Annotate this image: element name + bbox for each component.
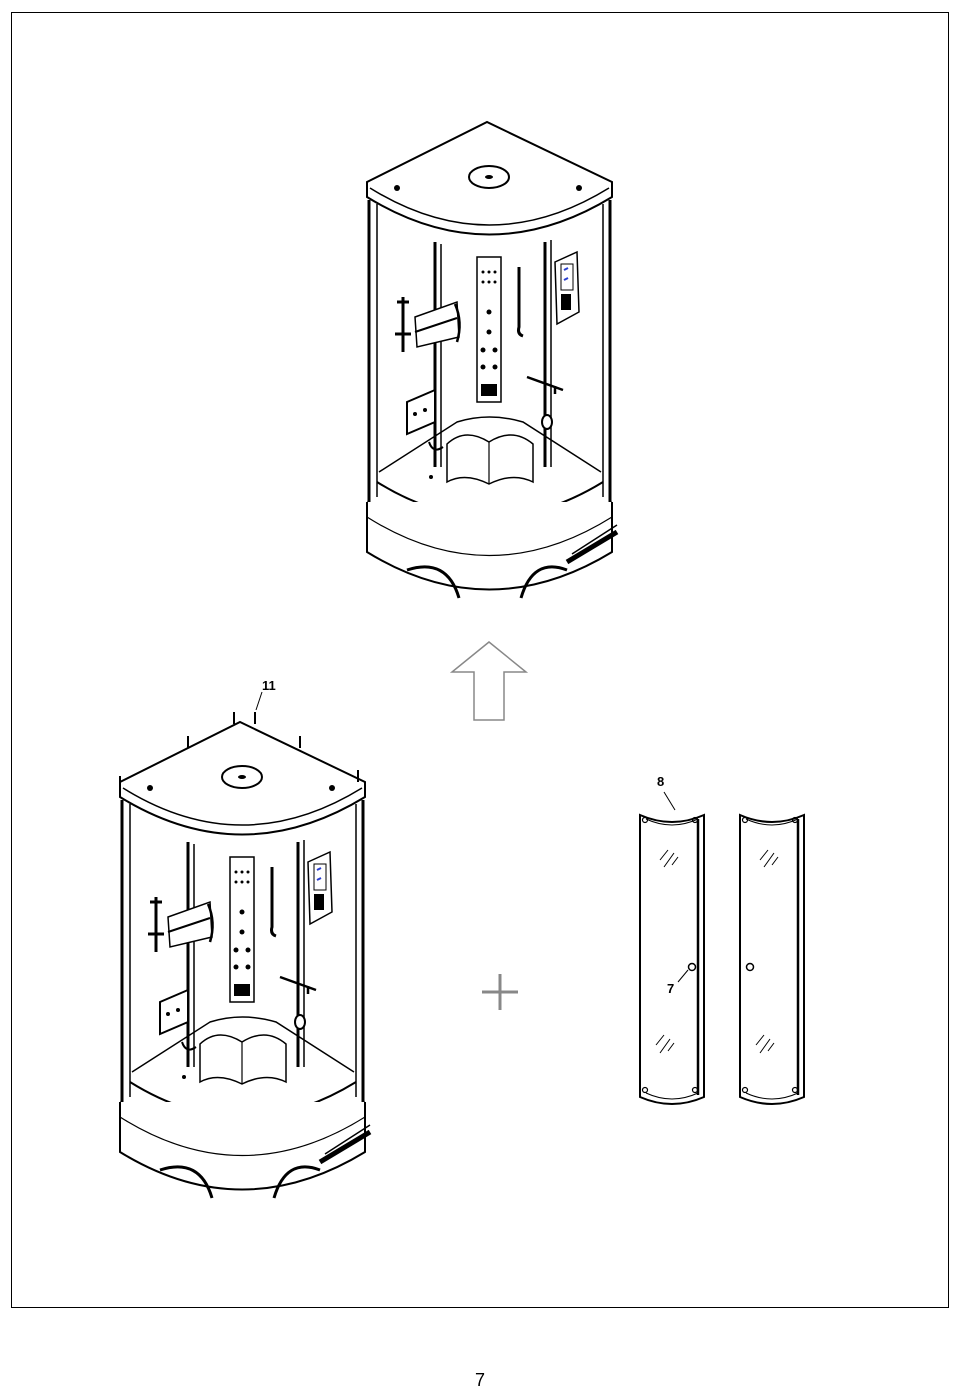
diagram-frame xyxy=(11,12,949,1308)
page-number: 7 xyxy=(474,1370,485,1390)
cabin-with-roof-screws xyxy=(119,691,370,1198)
roof-screws xyxy=(119,712,359,788)
glass-panel-left xyxy=(638,813,706,1106)
glass-panel-right xyxy=(738,813,806,1106)
callout-panel-hole: 7 xyxy=(667,981,674,996)
callout-glass-panel: 8 xyxy=(657,774,664,789)
plus-icon xyxy=(482,974,518,1010)
arrow-up-outline-icon xyxy=(449,641,529,721)
assembled-cabin xyxy=(367,122,617,598)
callout-roof-screw: 11 xyxy=(262,678,276,693)
